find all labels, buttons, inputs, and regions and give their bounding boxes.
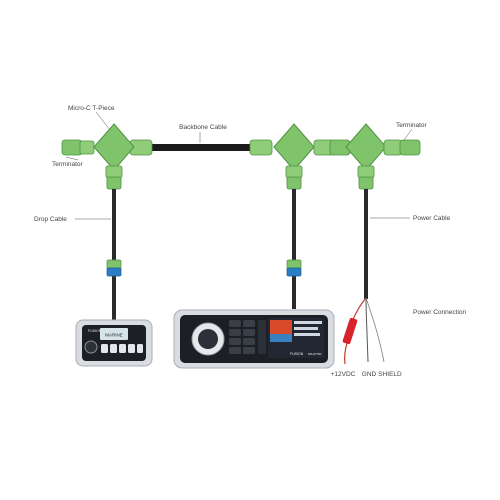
backbone-cable — [150, 144, 252, 151]
device-large-brand: FUSION — [290, 352, 304, 356]
device-large-dock — [258, 320, 266, 354]
drop-coupler-left — [106, 259, 122, 277]
t-piece-middle — [249, 123, 335, 190]
label-terminator-left: Terminator — [52, 161, 84, 168]
t-piece-right — [329, 123, 403, 190]
device-small-screen — [100, 328, 128, 340]
label-power-cable: Power Cable — [413, 215, 451, 222]
device-large: FUSION MS-IP700 — [173, 309, 335, 369]
label-wire-shield: SHIELD — [378, 371, 402, 378]
label-drop-cable: Drop Cable — [34, 216, 67, 223]
power-wires — [342, 297, 385, 365]
device-large-buttons — [229, 320, 255, 354]
drop-cable-left — [112, 189, 116, 320]
device-small: MARINE FUSION — [75, 319, 153, 367]
leader-lines — [65, 111, 413, 220]
device-small-knob — [84, 340, 98, 354]
label-micro-t-piece: Micro-C T-Piece — [68, 105, 115, 112]
t-piece-left — [93, 123, 153, 190]
label-backbone-cable: Backbone Cable — [179, 124, 227, 131]
label-power-connection: Power Connection — [413, 309, 466, 316]
terminator-right — [399, 139, 421, 156]
fuse-holder — [342, 317, 358, 345]
power-cable — [364, 189, 368, 299]
terminator-left — [61, 139, 95, 156]
label-wire-gnd: GND — [362, 371, 377, 378]
label-terminator-right: Terminator — [396, 122, 428, 129]
device-small-brand: FUSION — [88, 329, 102, 333]
label-wire-12vdc: +12VDC — [331, 371, 356, 378]
drop-coupler-middle — [286, 259, 302, 277]
device-small-screen-text: MARINE — [105, 333, 123, 338]
drop-cable-middle — [292, 189, 296, 309]
device-small-buttons — [101, 344, 143, 353]
device-large-model: MS-IP700 — [308, 352, 322, 356]
